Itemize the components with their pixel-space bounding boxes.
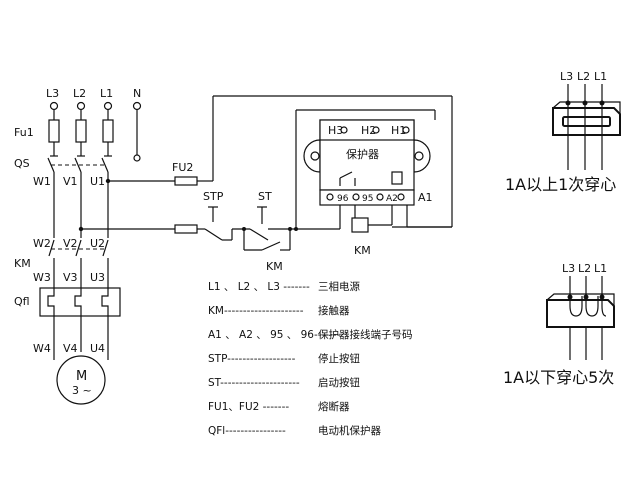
- label-u3: U3: [90, 271, 105, 284]
- legend-key: QFl----------------: [208, 425, 286, 437]
- qf-element-v: [74, 288, 82, 316]
- control-circuit: FU2 STP ST KM: [81, 95, 453, 273]
- label-u4: U4: [90, 342, 105, 355]
- label-u2: U2: [90, 237, 105, 250]
- inset-below-1a: L3 L2 L1 1A以下穿心5次: [503, 262, 615, 387]
- inset-top-l2: L2: [577, 70, 590, 83]
- label-v4: V4: [63, 342, 78, 355]
- inset-bottom-l3: L3: [562, 262, 575, 275]
- inset-bottom-caption: 1A以下穿心5次: [503, 368, 614, 387]
- stp-button: [204, 228, 223, 241]
- protector-h2: H2: [361, 124, 376, 137]
- legend-desc: 电动机保护器: [318, 424, 381, 437]
- inset-above-1a: L3 L2 L1 1A以上1次穿心: [505, 70, 621, 194]
- fu2-label: FU2: [172, 161, 193, 174]
- legend-desc: 接触器: [318, 304, 350, 317]
- protector-name: 保护器: [346, 147, 379, 161]
- label-v2: V2: [63, 237, 78, 250]
- km-hold-contact: [261, 241, 281, 251]
- stp-label: STP: [203, 190, 224, 203]
- protector-module: H3 H2 H1 保护器 96 95 A2 A1: [303, 119, 433, 206]
- km-contact-label: KM: [266, 260, 283, 273]
- legend-desc: 停止按钮: [318, 352, 360, 365]
- fu1-label: Fu1: [14, 126, 34, 139]
- terminal-l1: [103, 101, 113, 111]
- legend-key: ST---------------------: [208, 377, 300, 389]
- legend-key: L1 、 L2 、 L3 -------: [208, 281, 310, 293]
- inset-bottom-l2: L2: [578, 262, 591, 275]
- protector-h3: H3: [328, 124, 343, 137]
- terminal-strip: [319, 189, 415, 206]
- phase-label-l2: L2: [73, 87, 86, 100]
- label-w4: W4: [33, 342, 51, 355]
- phase-label-n: N: [133, 87, 141, 100]
- terminal-n: [132, 101, 142, 111]
- label-w1: W1: [33, 175, 51, 188]
- motor-phase-label: 3 ~: [72, 384, 92, 397]
- legend-key: STP------------------: [208, 353, 296, 365]
- motor: [56, 355, 106, 405]
- terminal-96: 96: [337, 194, 349, 204]
- terminal-n-bottom: [133, 154, 141, 162]
- qf-element-w: [47, 288, 55, 316]
- qf-label: Qfl: [14, 295, 30, 308]
- inset-top-caption: 1A以上1次穿心: [505, 175, 616, 194]
- qs-label: QS: [14, 157, 30, 170]
- qs-blade-l1: [101, 157, 109, 173]
- label-v1: V1: [63, 175, 78, 188]
- legend-desc: 保护器接线端子号码: [318, 328, 413, 341]
- terminal-l3: [49, 101, 59, 111]
- st-button: [249, 228, 269, 241]
- fuse-fu2: [174, 176, 198, 186]
- legend: L1 、 L2 、 L3 ------- 三相电源 KM--------------…: [208, 280, 413, 437]
- qf-box: [39, 287, 121, 317]
- fuse-l1: [102, 119, 114, 143]
- label-w2: W2: [33, 237, 51, 250]
- km-coil-label: KM: [354, 244, 371, 257]
- terminal-95: 95: [362, 194, 373, 204]
- protector-h1: H1: [391, 124, 406, 137]
- power-circuit: L3 L2 L1 N Fu1 QS W1 V1 U1: [14, 87, 142, 405]
- legend-key: FU1、FU2 -------: [208, 401, 289, 413]
- qs-blade-l2: [74, 157, 82, 173]
- label-v3: V3: [63, 271, 78, 284]
- label-w3: W3: [33, 271, 51, 284]
- km-main-label: KM: [14, 257, 31, 270]
- legend-desc: 熔断器: [318, 400, 350, 413]
- fuse-l3: [48, 119, 60, 143]
- phase-label-l3: L3: [46, 87, 59, 100]
- legend-key: KM---------------------: [208, 305, 304, 317]
- legend-desc: 启动按钮: [318, 376, 360, 389]
- terminal-a1: A1: [418, 191, 433, 204]
- inset-top-l3: L3: [560, 70, 573, 83]
- fuse-l2: [75, 119, 87, 143]
- inset-top-l1: L1: [594, 70, 607, 83]
- fuse-control: [174, 224, 198, 234]
- qf-element-u: [101, 288, 109, 316]
- inset-bottom-l1: L1: [594, 262, 607, 275]
- phase-label-l1: L1: [100, 87, 113, 100]
- terminal-a2: A2: [386, 194, 398, 204]
- terminal-l2: [76, 101, 86, 111]
- current-transformer-top: [552, 107, 621, 136]
- legend-desc: 三相电源: [318, 280, 360, 293]
- st-label: ST: [258, 190, 272, 203]
- km-coil: [351, 217, 369, 233]
- motor-m-label: M: [76, 369, 87, 384]
- label-u1: U1: [90, 175, 105, 188]
- legend-key: A1 、 A2 、 95 、 96-------: [208, 329, 341, 341]
